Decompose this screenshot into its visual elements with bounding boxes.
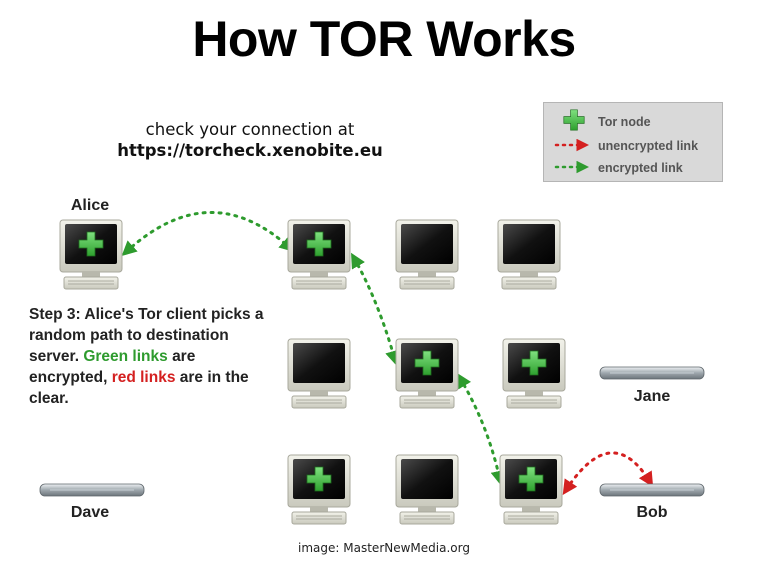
step-green-links: Green links	[83, 348, 168, 365]
computer-node-r2c3	[502, 338, 566, 409]
check-url: https://torcheck.xenobite.eu	[117, 141, 383, 160]
legend-unencrypted-label: unencrypted link	[598, 139, 699, 153]
server-dave	[39, 483, 145, 497]
step-text-1: Step 3: Alice's Tor client picks a rando…	[29, 306, 264, 365]
computer-node-r3c1	[287, 454, 351, 525]
computer-node-r2c2	[395, 338, 459, 409]
computer-node-r3c3	[499, 454, 563, 525]
page-title: How TOR Works	[192, 11, 576, 67]
encrypted-link-node1-to-node2	[351, 252, 400, 366]
label-bob: Bob	[636, 504, 668, 521]
label-dave: Dave	[70, 504, 110, 521]
step-text-3: are in the clear.	[29, 369, 249, 407]
computer-alice	[59, 219, 123, 290]
step-text-2: are encrypted,	[29, 348, 196, 386]
computer-node-r1c3	[497, 219, 561, 290]
server-bob	[599, 483, 705, 497]
server-jane	[599, 366, 705, 380]
encrypted-link-alice-to-node1	[121, 211, 295, 257]
image-credit: image: MasterNewMedia.org	[298, 541, 470, 555]
label-alice: Alice	[70, 197, 110, 214]
computer-node-r1c2	[395, 219, 459, 290]
unencrypted-link-node3-to-bob	[562, 451, 654, 496]
computer-node-r3c2	[395, 454, 459, 525]
legend-tor-node-label: Tor node	[598, 115, 651, 129]
computer-node-r1c1	[287, 219, 351, 290]
encrypted-link-node2-to-node3	[456, 372, 506, 486]
legend-tor-node-icon	[563, 109, 585, 131]
label-jane: Jane	[633, 388, 671, 405]
legend-encrypted-label: encrypted link	[598, 161, 683, 175]
check-text: check your connection at	[145, 120, 355, 139]
check-connection-note: check your connection at https://torchec…	[100, 119, 400, 161]
computer-node-r2c1	[287, 338, 351, 409]
step-red-links: red links	[111, 369, 176, 386]
step-description: Step 3: Alice's Tor client picks a rando…	[29, 304, 269, 409]
